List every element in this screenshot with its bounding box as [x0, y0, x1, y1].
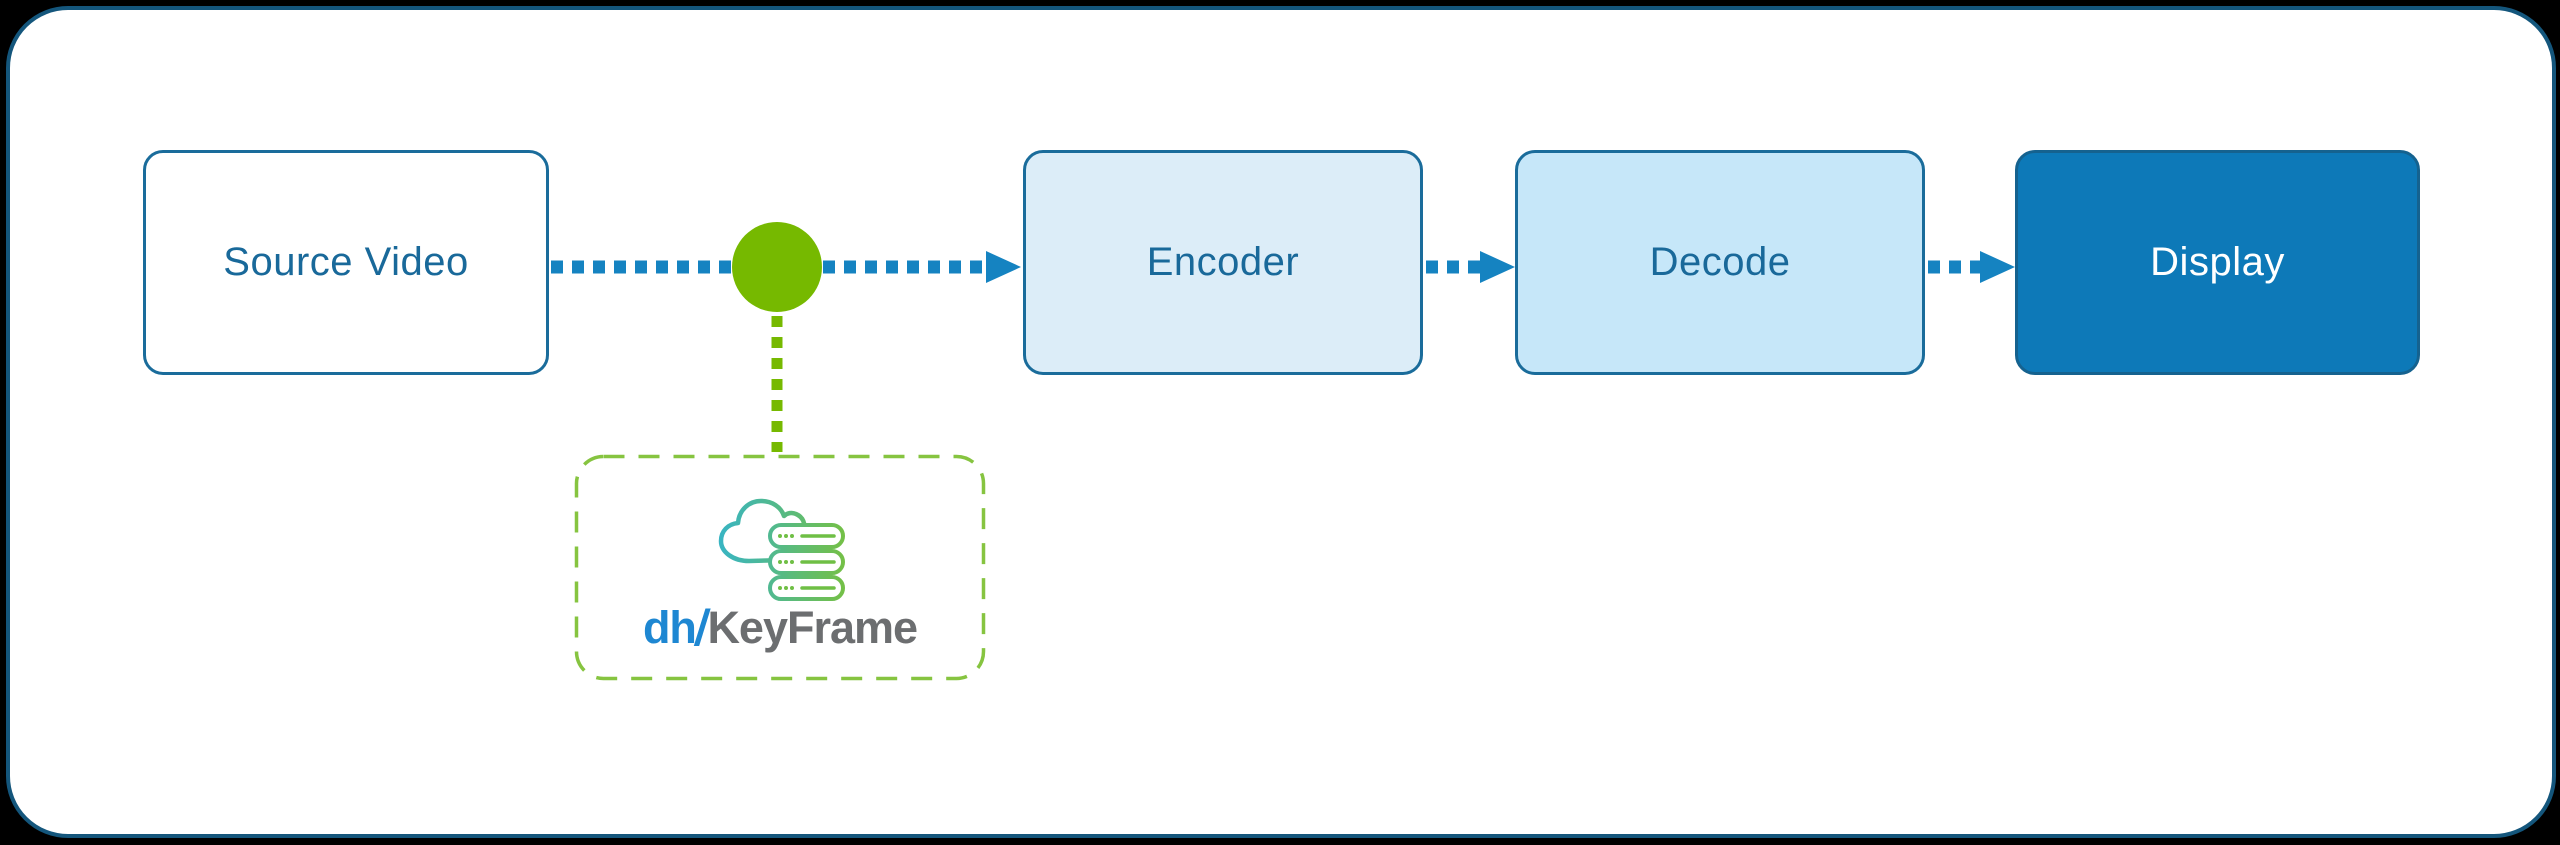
rounded-card-frame	[6, 6, 2556, 838]
arrowhead-icon-encoder	[986, 251, 1021, 283]
keyframe-brand-text: dh/KeyFrame	[642, 599, 918, 656]
arrowhead-icon-display	[1980, 251, 2015, 283]
brand-name: KeyFrame	[707, 602, 918, 653]
keyframe-dashed-box-outline	[574, 454, 986, 681]
server-stack-icon	[767, 523, 845, 601]
arrowhead-icon-decode	[1480, 251, 1515, 283]
node-display: Display	[2015, 150, 2420, 375]
node-decode: Decode	[1515, 150, 1925, 375]
node-label-display: Display	[2150, 240, 2285, 284]
node-source-video: Source Video	[143, 150, 549, 375]
node-label-encoder: Encoder	[1146, 240, 1300, 284]
cloud-server-stack-icon	[718, 498, 845, 601]
junction-dot-icon	[732, 222, 822, 312]
node-encoder: Encoder	[1023, 150, 1423, 375]
node-label-source-video: Source Video	[223, 240, 469, 284]
brand-prefix: dh	[642, 602, 697, 653]
node-label-decode: Decode	[1649, 240, 1791, 284]
keyframe-service-box: dh/KeyFrame	[575, 455, 985, 680]
